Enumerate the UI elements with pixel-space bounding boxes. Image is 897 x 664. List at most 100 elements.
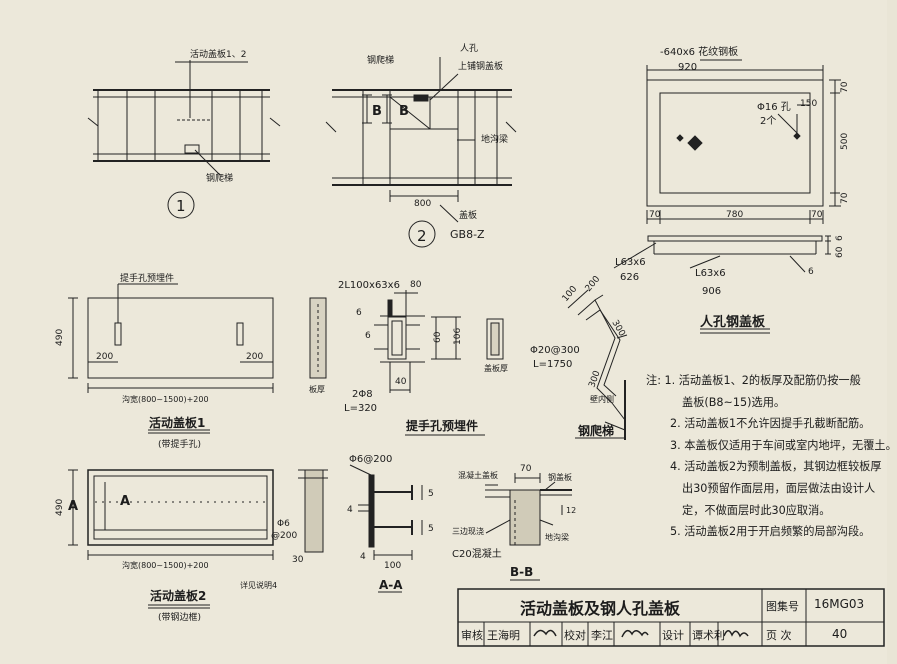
dim-780: 780 (726, 210, 743, 220)
label-angle-3: 2L100x63x6 (338, 280, 400, 291)
title-block-frame (457, 588, 885, 647)
dim-6-b: 6 (808, 267, 814, 277)
dim-width-formula-1: 沟宽(800~1500)+200 (122, 394, 209, 404)
label-wall-inside: 壁内侧 (590, 394, 614, 404)
circle-label-2: 2 (417, 227, 427, 245)
note-line-6: 出30预留作面层用，面层做法由设计人 (682, 481, 876, 495)
dim-100-ladder: 100 (561, 284, 580, 304)
dim-106: 106 (453, 328, 463, 345)
dim-60: 60 (835, 246, 845, 258)
label-concrete-cover: 混凝土盖板 (458, 470, 498, 480)
label-manhole: 人孔 (460, 43, 478, 54)
dim-12: 12 (566, 506, 576, 515)
checker-name: 李江 (591, 629, 613, 642)
label-c20: C20混凝土 (452, 547, 502, 560)
page-number: 40 (832, 627, 848, 641)
plan-view-2 (325, 57, 517, 248)
section-b-b (485, 473, 572, 581)
label-see-note-4: 详见说明4 (240, 580, 277, 590)
plate-1-elevation (68, 283, 327, 434)
dim-70-d: 70 (811, 210, 823, 220)
design-label: 设计 (662, 629, 684, 642)
label-gb8z: GB8-Z (450, 228, 485, 241)
dim-4-a: 4 (347, 505, 353, 515)
dim-70-b: 70 (840, 192, 850, 204)
steel-ladder-detail (567, 289, 628, 440)
dim-800: 800 (414, 199, 431, 209)
label-hole: Φ16 孔 (757, 101, 791, 113)
dim-200-a: 200 (96, 352, 113, 362)
plan-view-1 (87, 60, 281, 219)
subtitle-plate-2: (带钢边框) (158, 611, 201, 623)
designer-name: 谭术利 (692, 629, 725, 642)
section-a-a (349, 464, 423, 593)
label-cover-plate: 盖板 (459, 209, 477, 221)
check-label: 校对 (564, 629, 586, 642)
dim-70-c: 70 (649, 210, 661, 220)
note-line-5: 4. 活动盖板2为预制盖板，其钢边框较板厚 (670, 460, 882, 474)
label-bar-20: Φ20@300 (530, 345, 580, 356)
drawing-title: 活动盖板及钢人孔盖板 (520, 599, 681, 618)
plate-2-elevation (68, 469, 328, 609)
title-section-bb: B-B (510, 565, 533, 579)
label-bar-8: 2Φ8 (352, 389, 373, 400)
dim-5-a: 5 (428, 489, 434, 499)
dim-626: 626 (620, 272, 639, 283)
dim-906: 906 (702, 286, 721, 297)
label-angle-2: L63x6 (695, 268, 726, 279)
atlas-label: 图集号 (766, 600, 799, 613)
note-line-7: 定，不做面层时此30应取消。 (682, 503, 831, 517)
dim-100-aa: 100 (384, 561, 401, 571)
title-manhole-cover: 人孔钢盖板 (700, 314, 766, 330)
title-plate-1: 活动盖板1 (149, 415, 205, 430)
notes-block: 注: 1. 活动盖板1、2的板厚及配筋仍按一般 盖板(B8~15)选用。 2. … (646, 370, 897, 543)
circle-label-1: 1 (176, 197, 186, 215)
label-angle-1: L63x6 (615, 257, 646, 268)
label-l320: L=320 (344, 403, 377, 414)
label-board-thickness-1: 板厚 (309, 384, 325, 394)
section-mark-a1: A (68, 499, 78, 514)
title-steel-ladder: 钢爬梯 (578, 423, 614, 438)
label-at-200: @200 (271, 531, 297, 541)
label-steel-cover: 上铺钢盖板 (458, 60, 503, 72)
section-mark-b2: B (399, 104, 409, 119)
dim-6-c: 6 (356, 308, 362, 318)
dim-4-b: 4 (360, 552, 366, 562)
label-steel-cover-2: 钢盖板 (548, 472, 572, 482)
dim-200-b: 200 (246, 352, 263, 362)
label-plate-1-2: 活动盖板1、2 (190, 48, 246, 60)
dim-920: 920 (678, 62, 697, 73)
dim-60-b: 60 (433, 331, 443, 343)
label-steel-ladder-2: 钢爬梯 (367, 54, 394, 66)
handle-embed-detail (374, 290, 504, 436)
dim-6-a: 6 (835, 235, 845, 241)
dim-width-formula-2: 沟宽(800~1500)+200 (122, 560, 209, 570)
label-pattern-plate: -640x6 花纹钢板 (660, 45, 738, 58)
dim-200-ladder: 200 (584, 274, 603, 294)
dim-40: 40 (395, 377, 407, 387)
dim-500: 500 (840, 133, 850, 150)
reviewer-name: 王海明 (487, 629, 520, 642)
label-side-pour: 三边现浇 (452, 526, 484, 536)
label-board-thickness-2: 盖板厚 (484, 363, 508, 373)
label-handle-embed: 提手孔预埋件 (120, 272, 174, 284)
label-bar-6: Φ6 (277, 519, 290, 529)
dim-490-a: 490 (55, 329, 65, 346)
dim-30: 30 (292, 555, 304, 565)
note-line-8: 5. 活动盖板2用于开启频繁的局部沟段。 (670, 525, 871, 539)
title-handle-embed: 提手孔预埋件 (406, 418, 478, 433)
dim-5-b: 5 (428, 524, 434, 534)
dim-150: 150 (800, 99, 817, 109)
label-steel-ladder: 钢爬梯 (206, 172, 233, 184)
page-label: 页 次 (766, 629, 792, 642)
label-trench-beam-2: 地沟梁 (545, 532, 569, 542)
dim-70-a: 70 (840, 81, 850, 93)
note-line-1: 注: 1. 活动盖板1、2的板厚及配筋仍按一般 (646, 374, 861, 387)
dim-80: 80 (410, 280, 422, 290)
note-line-2: 盖板(B8~15)选用。 (682, 395, 786, 409)
dim-6-d: 6 (365, 331, 371, 341)
review-label: 审核 (461, 629, 483, 642)
label-trench-beam: 地沟梁 (481, 133, 508, 145)
section-mark-a2: A (120, 494, 130, 509)
